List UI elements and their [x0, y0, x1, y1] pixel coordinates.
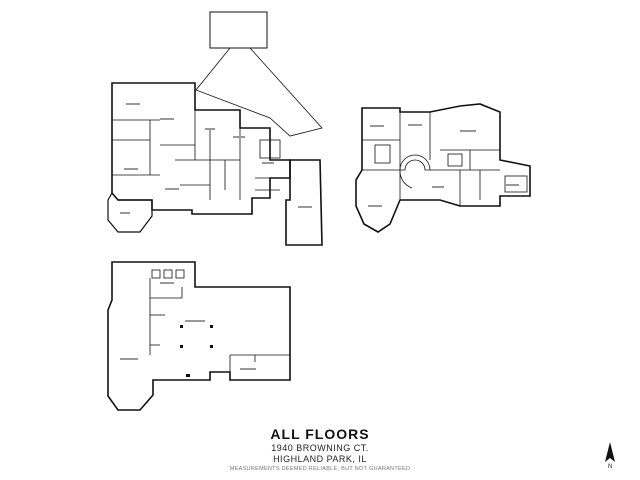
stairs	[399, 154, 431, 171]
garage	[285, 159, 323, 246]
lower-level-walls	[149, 269, 290, 380]
plan-title: ALL FLOORS	[270, 426, 370, 442]
address-line: 1940 BROWNING CT.	[271, 443, 369, 453]
first-floor-plan	[107, 11, 323, 246]
north-label: N	[608, 464, 613, 470]
lower-level-plan	[107, 261, 291, 411]
interior-walls	[112, 110, 290, 200]
first-floor-outline	[111, 82, 291, 215]
room-label-marks	[120, 103, 519, 370]
disclaimer-text: MEASUREMENTS DEEMED RELIABLE, BUT NOT GU…	[229, 466, 411, 472]
north-arrow-icon	[605, 442, 615, 462]
deck	[195, 47, 323, 137]
columns	[180, 325, 213, 377]
lower-level-outline	[107, 261, 291, 411]
patio	[209, 11, 268, 49]
second-floor-plan	[355, 103, 531, 233]
bay-window	[107, 191, 153, 233]
stairs-curve	[399, 169, 413, 189]
second-floor-outline	[355, 103, 531, 233]
city-line: HIGHLAND PARK, IL	[273, 454, 367, 464]
second-floor-walls	[362, 112, 528, 206]
